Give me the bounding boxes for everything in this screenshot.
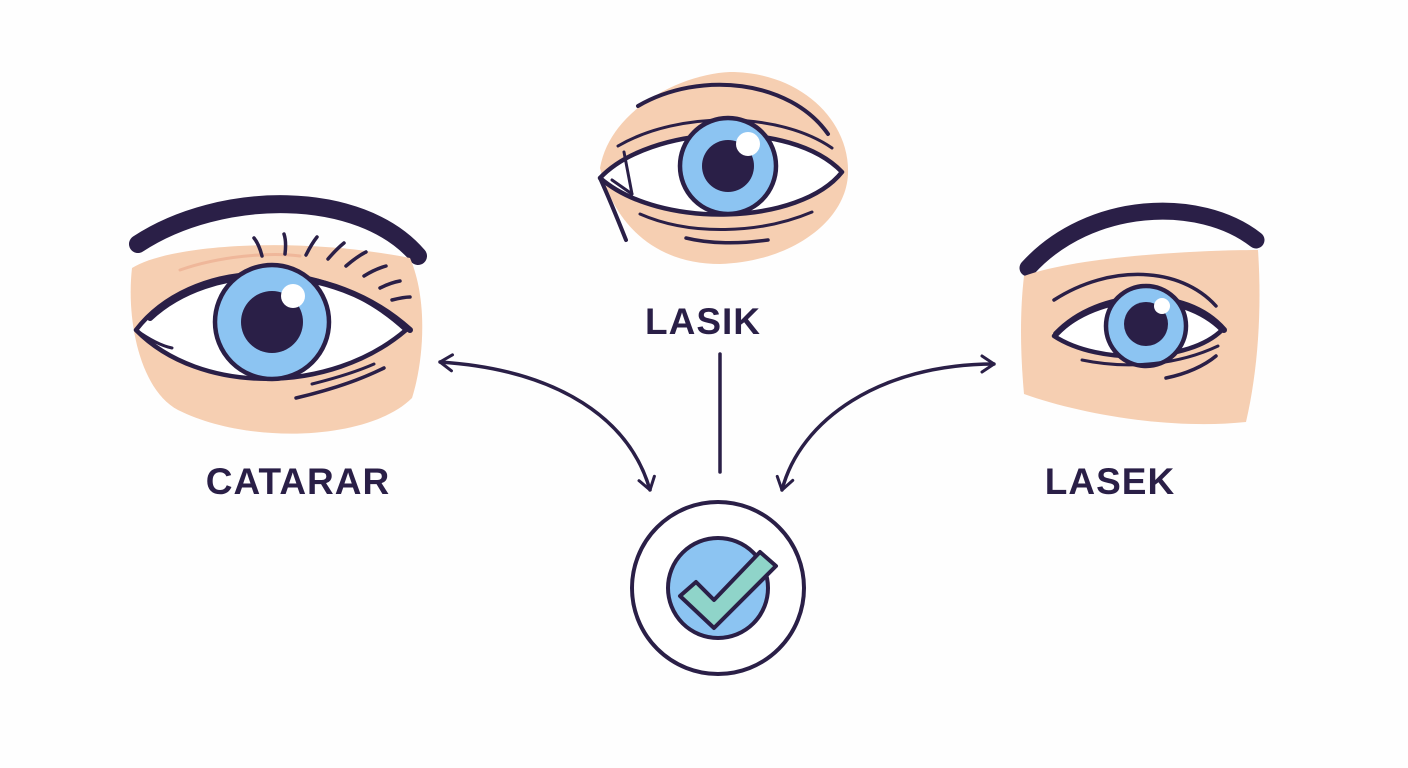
left-eye-icon <box>129 195 427 434</box>
right-arrow <box>775 354 996 492</box>
left-label: CATARAR <box>206 461 390 502</box>
center-label: LASIK <box>645 301 761 342</box>
left-arrow <box>438 353 656 492</box>
right-label: LASEK <box>1045 461 1175 502</box>
checkmark-icon <box>630 500 806 676</box>
right-eye-icon <box>1019 202 1265 425</box>
center-eye-icon <box>597 72 849 264</box>
